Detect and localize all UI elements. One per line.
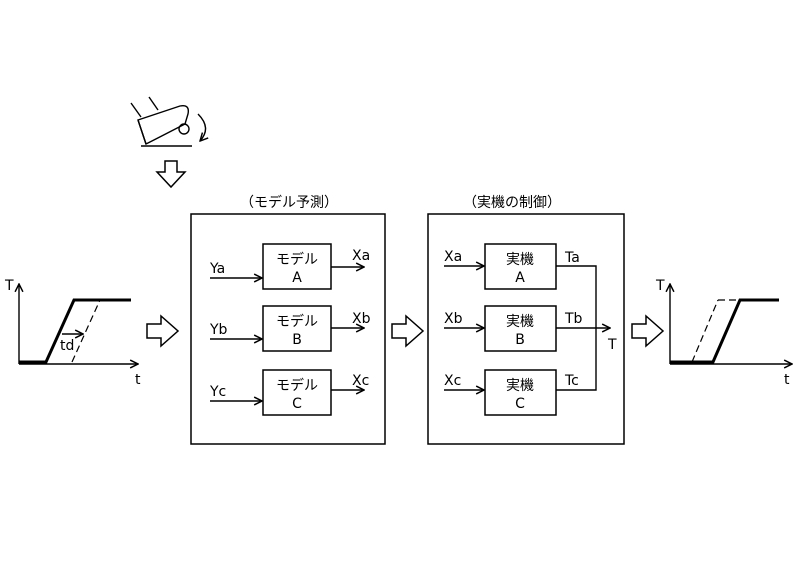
svg-text:B: B (515, 332, 525, 348)
left-graph-y-label: T (4, 278, 14, 294)
combined-output-label: T (607, 337, 617, 353)
left-graph-x-label: t (135, 372, 141, 388)
output-merge-lines (556, 265, 610, 391)
machine-panel-title: （実機の制御） (463, 195, 561, 211)
model-panel: （モデル予測） Ya モデル A Xa Yb モデル B Xb Yc モデル C (190, 194, 386, 445)
svg-text:Tc: Tc (564, 373, 579, 389)
machine-row-b: Xb 実機 B Tb (444, 305, 583, 352)
right-arrow-icon-2 (391, 314, 425, 348)
right-arrow-icon-1 (146, 314, 180, 348)
svg-text:Tb: Tb (564, 311, 583, 327)
right-arrow-icon-3 (631, 314, 665, 348)
model-panel-title: （モデル予測） (240, 194, 338, 211)
svg-text:C: C (292, 396, 302, 412)
svg-text:Yc: Yc (209, 384, 226, 400)
svg-text:Xb: Xb (352, 311, 371, 327)
machine-row-c: Xc 実機 C Tc (444, 369, 579, 416)
svg-text:Ta: Ta (564, 250, 580, 266)
rotating-device-icon (130, 96, 206, 147)
svg-text:A: A (515, 270, 525, 286)
model-row-a: Ya モデル A Xa (209, 243, 370, 290)
svg-text:Xc: Xc (352, 373, 369, 389)
right-graph-y-label: T (655, 278, 665, 294)
model-row-b: Yb モデル B Xb (209, 305, 371, 352)
machine-panel: （実機の制御） Xa 実機 A Ta Xb 実機 B Tb Xc 実機 C Tc (427, 195, 625, 445)
svg-text:A: A (292, 270, 302, 286)
left-time-graph: T t td (4, 278, 141, 388)
right-time-graph: T t (655, 278, 792, 388)
svg-text:B: B (292, 332, 302, 348)
svg-text:C: C (515, 396, 525, 412)
svg-text:Xb: Xb (444, 311, 463, 327)
model-row-c: Yc モデル C Xc (209, 369, 369, 416)
svg-text:実機: 実機 (506, 314, 534, 330)
svg-text:実機: 実機 (506, 252, 534, 268)
machine-row-a: Xa 実機 A Ta (444, 243, 580, 290)
svg-text:実機: 実機 (506, 378, 534, 394)
down-arrow-icon (155, 160, 187, 189)
delay-label: td (60, 338, 74, 354)
svg-text:Ya: Ya (209, 261, 225, 277)
svg-text:Xc: Xc (444, 373, 461, 389)
svg-text:モデル: モデル (276, 313, 318, 330)
svg-text:Xa: Xa (444, 249, 462, 265)
svg-text:モデル: モデル (276, 377, 318, 394)
right-graph-x-label: t (784, 372, 790, 388)
svg-text:モデル: モデル (276, 251, 318, 268)
svg-text:Yb: Yb (209, 322, 228, 338)
svg-text:Xa: Xa (352, 248, 370, 264)
